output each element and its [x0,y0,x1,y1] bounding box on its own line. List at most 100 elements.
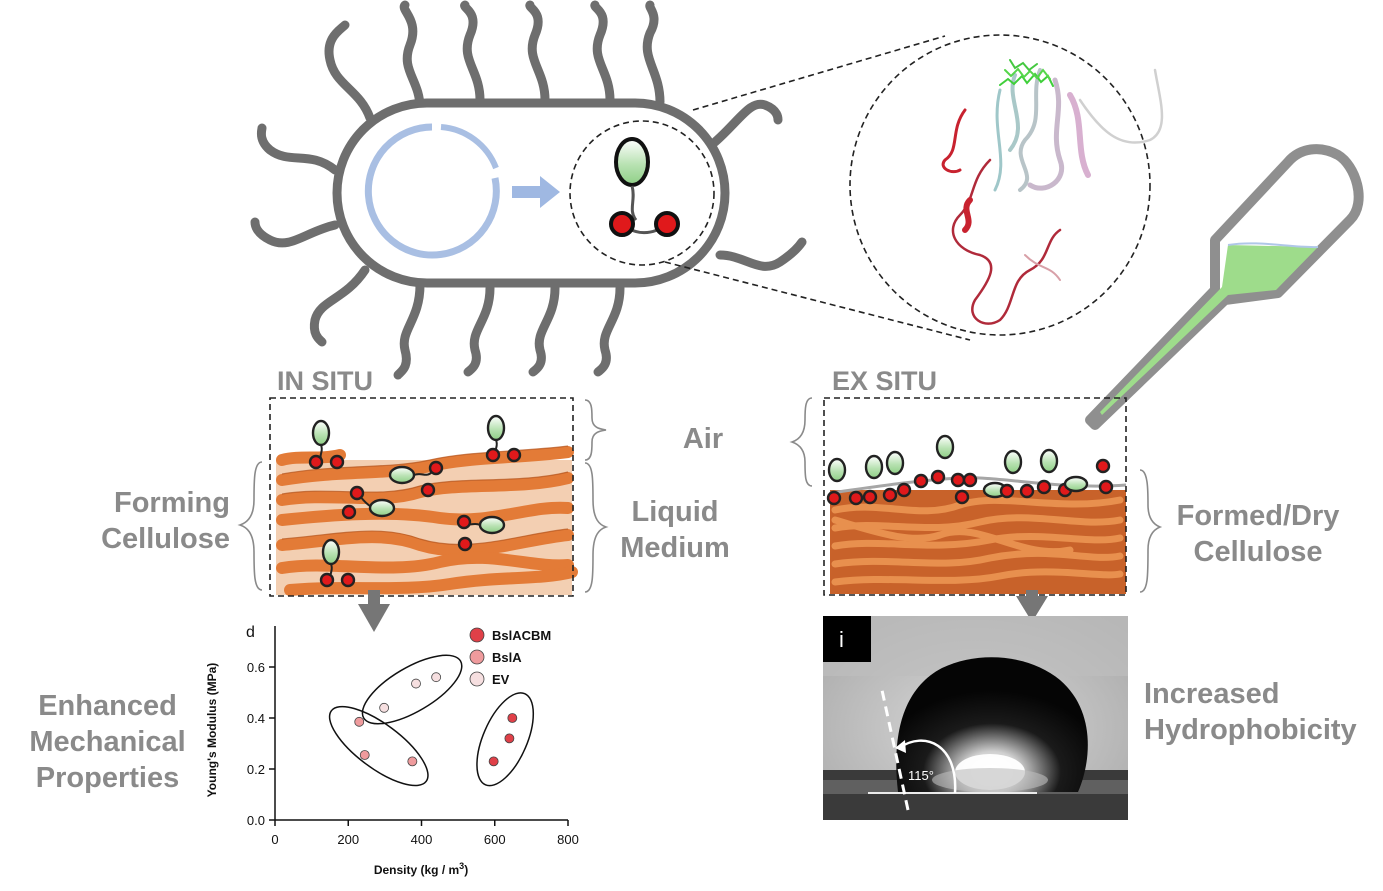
x-tick-label: 0 [271,832,278,847]
ex-situ-title: EX SITU [832,366,938,396]
plasmid [364,123,500,259]
y-tick-label: 0.2 [247,762,265,777]
protein-icon [1036,448,1073,498]
zoom-line [692,35,946,111]
expression-arrow [512,176,560,208]
protein-icon [826,457,864,506]
protein-icon [456,514,506,552]
flagellum [710,99,783,147]
increased-line-1: Increased [1144,678,1280,710]
enhanced-line-1: Enhanced [38,690,177,722]
y-tick-label: 0.0 [247,813,265,828]
x-tick-label: 600 [484,832,506,847]
data-point-ev [379,702,390,713]
protein-structure [941,59,1164,325]
flagellum [590,0,615,105]
legend-label-bslacbm: BslACBM [492,628,551,643]
dry-cellulose-fibers [831,496,1124,586]
increased-line-2: Hydrophobicity [1144,714,1357,746]
arrow-to-chart [358,590,390,632]
data-point-bslacbm [488,756,499,767]
flagellum [324,20,375,123]
air-label: Air [682,423,724,455]
brace-air-ex-situ [789,397,813,487]
flagellum [463,283,495,377]
flagellum [250,217,340,248]
flagellum [528,283,560,377]
pipette [1085,144,1364,430]
protein-icon [341,485,396,520]
y-tick-label: 0.4 [247,711,265,726]
liquid-line-2: Medium [620,532,730,564]
zoom-line [664,261,971,341]
protein-icon [862,454,898,505]
enhanced-line-3: Properties [35,762,180,794]
angle-arc [898,739,957,794]
y-axis-label: Young's Modulus (MPa) [205,663,219,798]
ex-situ-panel [789,397,1163,622]
group-ellipse-bsla [328,705,429,787]
ex-situ-boundary [823,397,1127,596]
legend-marker-ev [469,671,485,687]
in-situ-boundary [269,397,574,597]
data-point-bslacbm [504,733,515,744]
contact-angle-label: 115° [908,768,934,783]
data-point-bsla [354,716,365,727]
flagellum [399,0,425,113]
fusion-protein-icon [609,137,680,237]
tangent-line [880,689,910,811]
chart-panel-label: d [246,624,255,641]
x-tick-label: 400 [411,832,433,847]
legend-label-bsla: BslA [492,650,522,665]
pipette-liquid [1100,245,1318,415]
protein-icon [319,538,356,588]
protein-icon [930,434,978,505]
surface-proteins [826,434,1114,506]
forming-line-2: Cellulose [101,523,230,555]
flagellum [393,280,425,380]
contact-angle-photo [823,616,1128,820]
protein-icon [1063,458,1114,495]
legend-marker-bsla [469,649,485,665]
group-ellipse-bslacbm [476,692,535,787]
protein-icon [885,450,929,498]
formed-cellulose-label: Formed/Dry Cellulose [1163,498,1353,570]
data-point-bsla [359,750,370,760]
arrow-to-photo [1016,590,1048,622]
flagellum [525,0,550,105]
data-point-ev [431,672,442,683]
protein-icons [308,414,522,588]
liquid-line-1: Liquid [631,496,719,528]
protein-icon [485,414,522,463]
forming-cellulose-label: Forming Cellulose [70,485,230,557]
enhanced-properties-label: Enhanced Mechanical Properties [10,688,205,796]
flagellum [460,0,485,105]
forming-line-1: Forming [114,487,230,519]
bacterium [250,0,807,380]
protein-structure-circle [849,34,1151,336]
brace-liquid [584,462,609,593]
data-point-bslacbm [507,713,518,723]
x-axis-label: Density (kg / m3) [374,861,468,877]
formed-line-1: Formed/Dry [1176,500,1340,532]
flagellum [642,0,665,107]
photo-panel-label: i [839,627,844,652]
liquid-medium-label: Liquid Medium [610,494,740,566]
flagellum [309,265,370,347]
protein-icon [388,460,444,498]
y-tick-label: 0.6 [247,660,265,675]
data-point-bsla [407,756,418,767]
brace-air-in-situ [584,399,607,461]
data-point-ev [411,678,421,689]
cell-zoom-circle [569,120,715,266]
formed-line-2: Cellulose [1193,536,1323,568]
legend-marker-bslacbm [469,627,485,643]
legend-label-ev: EV [492,672,510,687]
in-situ-panel [237,397,609,632]
protein-icon [308,419,345,470]
flagellum [715,237,807,271]
in-situ-title: IN SITU [277,366,374,396]
